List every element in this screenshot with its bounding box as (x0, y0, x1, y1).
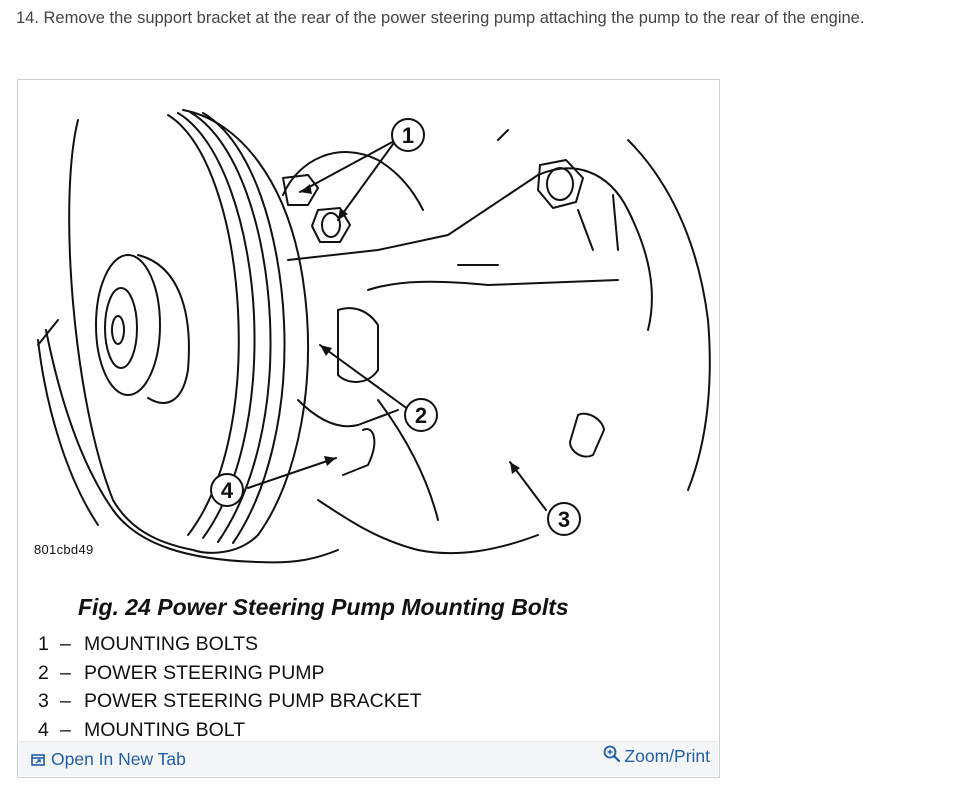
legend-label: POWER STEERING PUMP BRACKET (84, 690, 422, 712)
legend-number: 1 (38, 633, 49, 655)
zoom-print-link[interactable]: Zoom/Print (602, 745, 710, 767)
legend-dash: – (60, 690, 71, 712)
legend-dash: – (60, 661, 71, 684)
legend-number: 2 (38, 661, 49, 684)
callout-3: 3 (558, 507, 570, 532)
legend-item: 2–POWER STEERING PUMP (38, 659, 422, 688)
legend-item: 4–MOUNTING BOLT (38, 716, 422, 745)
callout-1: 1 (402, 123, 414, 148)
zoom-icon (604, 745, 621, 762)
legend-item: 3–POWER STEERING PUMP BRACKET (38, 687, 422, 716)
pump-diagram: 1 2 3 4 (37, 109, 711, 564)
figure-panel: 1 2 3 4 801cbd49 Fig. 24 Power Steering … (17, 79, 720, 778)
callout-2: 2 (415, 403, 427, 428)
legend-number: 3 (38, 690, 49, 712)
zoom-print-label: Zoom/Print (624, 746, 710, 766)
callout-4: 4 (221, 478, 234, 503)
legend-dash: – (60, 633, 71, 655)
legend-label: MOUNTING BOLT (84, 718, 246, 741)
step-instruction: 14. Remove the support bracket at the re… (16, 9, 865, 27)
figure-caption: Fig. 24 Power Steering Pump Mounting Bol… (78, 594, 569, 620)
legend-label: POWER STEERING PUMP (84, 661, 325, 684)
figure-toolbar: Open In New Tab Zoom/Print (19, 741, 718, 776)
figure-legend: 1–MOUNTING BOLTS 2–POWER STEERING PUMP 3… (38, 630, 422, 744)
figure-code: 801cbd49 (34, 542, 94, 557)
legend-dash: – (60, 718, 71, 741)
legend-item: 1–MOUNTING BOLTS (38, 630, 422, 659)
legend-label: MOUNTING BOLTS (84, 633, 259, 655)
open-new-tab-icon (31, 753, 45, 766)
open-new-tab-label: Open In New Tab (51, 749, 186, 769)
open-new-tab-link[interactable]: Open In New Tab (31, 749, 186, 770)
legend-number: 4 (38, 718, 49, 741)
